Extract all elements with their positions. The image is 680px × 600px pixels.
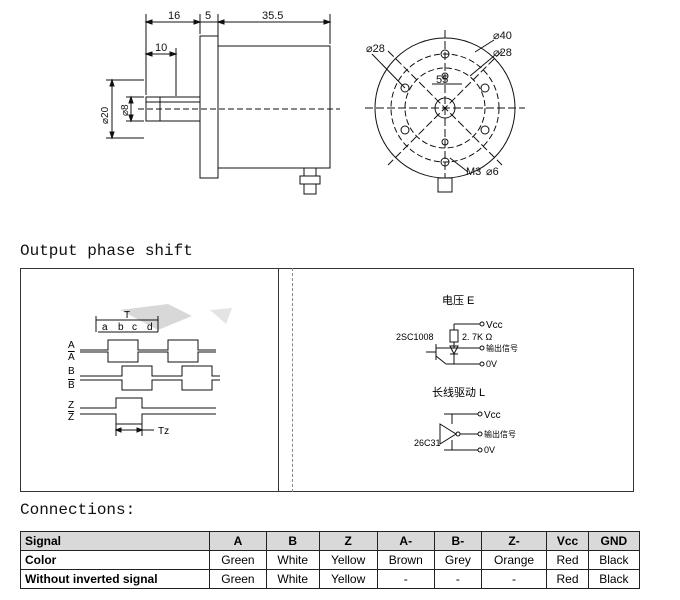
label-B-bar: B bbox=[68, 380, 75, 391]
table-header-cell: B- bbox=[434, 531, 482, 551]
table-header-cell: A- bbox=[376, 531, 436, 551]
wave-A bbox=[80, 339, 216, 351]
panel-divider-dashed bbox=[292, 268, 293, 492]
table-cell: - bbox=[376, 569, 436, 589]
table-row: Without inverted signal Green White Yell… bbox=[19, 569, 641, 589]
connections-heading: Connections: bbox=[20, 501, 136, 519]
output-phase-heading: Output phase shift bbox=[20, 242, 193, 260]
table-cell: - bbox=[434, 569, 482, 589]
dim-d28-left: ⌀28 bbox=[366, 43, 385, 55]
table-header-cell: A bbox=[209, 531, 267, 551]
wave-Z bbox=[80, 397, 216, 409]
dim-d28-right: ⌀28 bbox=[493, 47, 512, 59]
table-cell: Black bbox=[587, 550, 641, 570]
waveform-diagram: T a b c d A A B B Z Z Tz bbox=[68, 304, 232, 437]
dim-10: 10 bbox=[155, 42, 167, 54]
connections-table: Signal A B Z A- B- Z- Vcc GND Color Gree… bbox=[19, 531, 641, 589]
table-header-row: Signal A B Z A- B- Z- Vcc GND bbox=[19, 531, 641, 551]
label-B: B bbox=[68, 366, 75, 377]
table-header-cell: Z- bbox=[480, 531, 548, 551]
label-c: c bbox=[132, 322, 137, 333]
table-cell: - bbox=[480, 569, 548, 589]
circuit-line-driver-title: 长线驱动 L bbox=[432, 385, 485, 399]
circuit-zero-v-2: 0V bbox=[484, 445, 495, 455]
dim-d20: ⌀20 bbox=[100, 106, 111, 124]
wave-B-bar bbox=[80, 379, 220, 391]
circuit-vcc-1: Vcc bbox=[486, 320, 503, 331]
table-cell: Yellow bbox=[318, 569, 378, 589]
encoder-body bbox=[217, 45, 331, 169]
circuit-resistor: 2. 7K Ω bbox=[462, 332, 493, 342]
dim-16: 16 bbox=[168, 10, 180, 22]
label-d: d bbox=[147, 322, 153, 333]
table-cell: Color bbox=[19, 550, 211, 570]
circuit-signal-out-1: 输出信号 bbox=[486, 343, 518, 353]
table-cell: Red bbox=[546, 550, 589, 570]
table-cell: White bbox=[265, 550, 320, 570]
label-Z: Z bbox=[68, 400, 74, 411]
circuit-voltage-title: 电压 E bbox=[442, 294, 474, 307]
table-cell: Without inverted signal bbox=[19, 569, 211, 589]
label-b: b bbox=[118, 322, 124, 333]
output-phase-panel bbox=[20, 268, 634, 492]
wave-A-bar bbox=[80, 351, 216, 363]
table-header-cell: Z bbox=[318, 531, 378, 551]
label-Tz: Tz bbox=[158, 426, 169, 437]
table-row: Color Green White Yellow Brown Grey Oran… bbox=[19, 550, 641, 570]
table-cell: Red bbox=[546, 569, 589, 589]
circuit-vcc-2: Vcc bbox=[484, 410, 501, 421]
encoder-flange bbox=[199, 35, 219, 179]
table-cell: Brown bbox=[376, 550, 436, 570]
dim-5: 5 bbox=[205, 10, 211, 22]
mechanical-drawing: 16 5 35.5 10 ⌀20 ⌀8 ⌀28 ⌀40 ⌀28 55 M3 ⌀6 bbox=[100, 10, 525, 195]
circuit-zero-v-1: 0V bbox=[486, 359, 497, 369]
table-header-cell: GND bbox=[587, 531, 641, 551]
circuit-signal-out-2: 输出信号 bbox=[484, 429, 516, 439]
table-cell: White bbox=[265, 569, 320, 589]
circuit-transistor-1: 2SC1008 bbox=[396, 332, 434, 342]
label-Z-bar: Z bbox=[68, 412, 74, 423]
dim-d40: ⌀40 bbox=[493, 30, 512, 42]
table-cell: Green bbox=[209, 569, 267, 589]
dim-m3: M3 bbox=[466, 166, 481, 178]
dim-35-5: 35.5 bbox=[262, 10, 283, 22]
panel-divider bbox=[278, 268, 279, 492]
label-a: a bbox=[102, 322, 108, 333]
table-header-cell: B bbox=[265, 531, 320, 551]
label-A: A bbox=[68, 340, 75, 351]
encoder-shaft bbox=[145, 96, 201, 122]
circuit-chip: 26C31 bbox=[414, 438, 441, 448]
table-header-cell: Signal bbox=[19, 531, 211, 551]
wave-Z-bar bbox=[80, 413, 216, 425]
dim-d8: ⌀8 bbox=[120, 104, 131, 116]
wave-B bbox=[80, 365, 220, 377]
table-cell: Grey bbox=[434, 550, 482, 570]
dim-55: 55 bbox=[436, 74, 448, 86]
circuit-diagram: 电压 E Vcc 2SC1008 2. 7K Ω 输出信号 0V 长线驱动 L … bbox=[396, 294, 518, 455]
dim-d6: ⌀6 bbox=[486, 166, 499, 178]
table-cell: Black bbox=[587, 569, 641, 589]
table-cell: Orange bbox=[480, 550, 548, 570]
table-cell: Yellow bbox=[318, 550, 378, 570]
label-A-bar: A bbox=[68, 352, 75, 363]
table-cell: Green bbox=[209, 550, 267, 570]
front-view bbox=[365, 30, 525, 193]
label-T: T bbox=[124, 310, 130, 321]
table-header-cell: Vcc bbox=[546, 531, 589, 551]
